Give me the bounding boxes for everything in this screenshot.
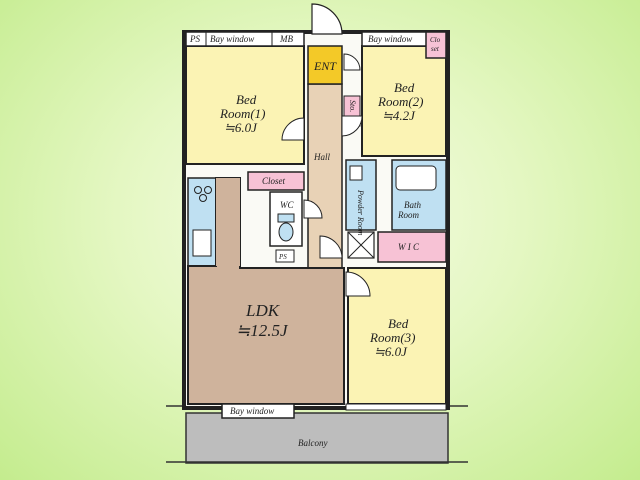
bed-room-1 — [185, 45, 305, 165]
balcony-area — [185, 412, 449, 464]
bay-window-1-label: Bay window — [210, 34, 254, 44]
bay-window-2-label: Bay window — [368, 34, 412, 44]
bed3-line2: Room(3) — [369, 330, 416, 345]
closet-small-label-2: set — [431, 45, 440, 53]
closet-label: Closet — [262, 176, 286, 186]
ldk-line2: ≒12.5J — [236, 321, 289, 340]
mb-label: MB — [279, 34, 293, 44]
bed2-line2: Room(2) — [377, 94, 424, 109]
powder-room-label: Powder Room — [356, 189, 365, 236]
bath-room-label-1: Bath — [404, 200, 421, 210]
bed-room-2 — [361, 45, 447, 157]
sto-label: Sto. — [348, 100, 357, 112]
bed2-line1: Bed — [394, 80, 415, 95]
closet — [247, 171, 305, 191]
bed1-line2: Room(1) — [219, 106, 266, 121]
bed1-line3: ≒6.0J — [224, 120, 258, 135]
balcony-label: Balcony — [298, 438, 328, 448]
wc-label: WC — [280, 200, 294, 210]
ent-label: ENT — [313, 59, 337, 73]
entrance-area — [307, 45, 343, 85]
bed1-line1: Bed — [236, 92, 257, 107]
bath-room-label-2: Room — [397, 210, 419, 220]
ps-bottom-label: PS — [278, 253, 287, 261]
bed3-line1: Bed — [388, 316, 409, 331]
closet-small — [425, 31, 447, 59]
bay-window-bottom-label: Bay window — [230, 406, 274, 416]
closet-small-label-1: Clo — [430, 36, 441, 44]
ldk-line1: LDK — [245, 301, 281, 320]
wic-label: W I C — [398, 242, 420, 252]
bed2-line3: ≒4.2J — [382, 108, 416, 123]
ps-top-label: PS — [189, 34, 200, 44]
hall-label: Hall — [313, 152, 331, 162]
walk-in-closet — [377, 231, 447, 263]
bed3-line3: ≒6.0J — [374, 344, 408, 359]
